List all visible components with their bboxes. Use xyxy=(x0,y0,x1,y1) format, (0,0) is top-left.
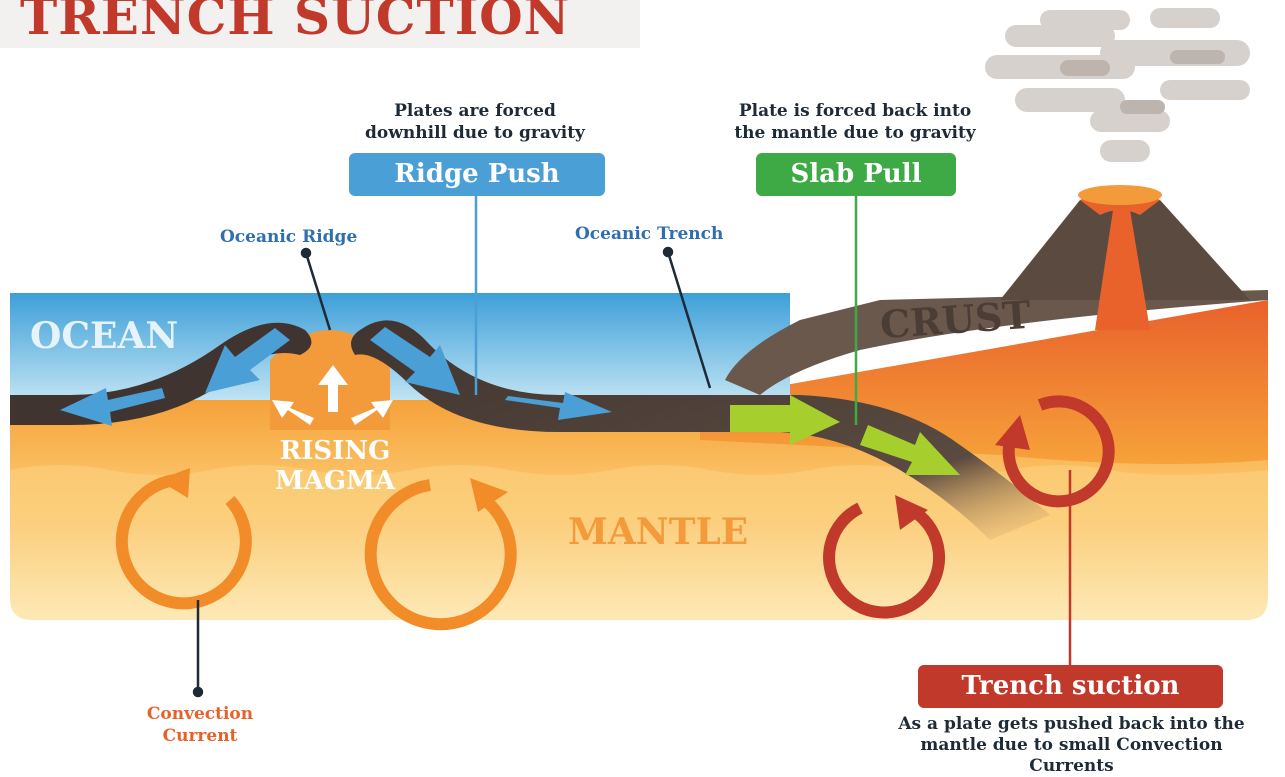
convection-current-label: Convection Current xyxy=(110,703,290,747)
ridge-push-caption: Plates are forced downhill due to gravit… xyxy=(330,100,620,144)
oceanic-trench-label: Oceanic Trench xyxy=(575,223,723,245)
ridge-push-label: Ridge Push xyxy=(349,153,605,196)
smoke-cloud xyxy=(985,8,1250,162)
oceanic-ridge-label: Oceanic Ridge xyxy=(220,226,357,248)
mantle-label: MANTLE xyxy=(568,512,748,552)
slab-pull-caption: Plate is forced back into the mantle due… xyxy=(695,100,1015,144)
rising-magma-label: RISING MAGMA xyxy=(250,436,420,496)
trench-suction-caption: As a plate gets pushed back into the man… xyxy=(858,714,1285,777)
trench-suction-label: Trench suction xyxy=(918,665,1223,708)
crust-label: CRUST xyxy=(879,295,1032,345)
slab-pull-label: Slab Pull xyxy=(756,153,956,196)
ocean-label: OCEAN xyxy=(30,318,178,354)
